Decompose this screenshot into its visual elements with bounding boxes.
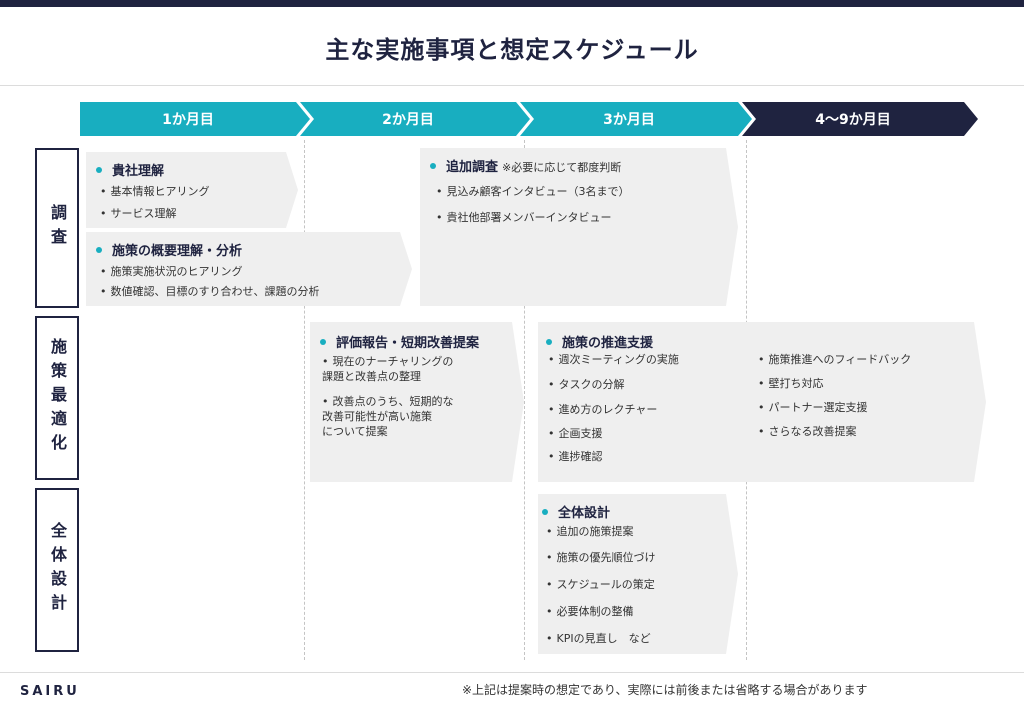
row-label-chosa: 調査 (35, 148, 79, 308)
bullet-dot-icon (96, 246, 102, 253)
phase-label: 1か月目 (162, 112, 214, 128)
phase-label: 4〜9か月目 (815, 112, 891, 128)
list-item: •数値確認、目標のすり合わせ、課題の分析 (100, 285, 320, 298)
box-title: 追加調査※必要に応じて都度判断 (430, 156, 621, 175)
bullet-dot-icon (546, 338, 552, 345)
row-label-zentai-sekkei: 全体設計 (35, 488, 79, 652)
top-accent-bar (0, 0, 1024, 7)
list-item: •現在のナーチャリングの 課題と改善点の整理 (322, 355, 454, 383)
box-title: 貴社理解 (96, 160, 164, 179)
phase-month-3: 3か月目 (520, 102, 752, 136)
list-item: •施策実施状況のヒアリング (100, 265, 243, 278)
box-shisaku-gaiyo (86, 232, 412, 306)
bullet-dot-icon (96, 166, 102, 173)
list-item: •パートナー選定支援 (758, 401, 868, 414)
box-title: 全体設計 (542, 502, 610, 521)
box-title: 施策の推進支援 (546, 332, 653, 351)
list-item: •スケジュールの策定 (546, 578, 655, 591)
company-logo: SAIRU (20, 684, 80, 699)
phase-month-2: 2か月目 (300, 102, 530, 136)
phase-label: 3か月目 (603, 112, 655, 128)
list-item: •壁打ち対応 (758, 377, 824, 390)
box-zentai-sekkei (538, 494, 738, 654)
month-divider (304, 140, 305, 660)
box-note: ※必要に応じて都度判断 (502, 161, 622, 174)
phase-month-4-9: 4〜9か月目 (742, 102, 978, 136)
list-item: •タスクの分解 (548, 378, 625, 391)
bullet-dot-icon (542, 508, 548, 515)
phase-label: 2か月目 (382, 112, 434, 128)
bullet-dot-icon (430, 162, 436, 169)
list-item: •サービス理解 (100, 207, 177, 220)
list-item: •改善点のうち、短期的な 改善可能性が高い施策 について提案 (322, 395, 454, 438)
bullet-dot-icon (320, 338, 326, 345)
list-item: •施策の優先順位づけ (546, 551, 656, 564)
list-item: •週次ミーティングの実施 (548, 353, 679, 366)
box-tsuika-chosa (420, 148, 738, 306)
list-item: •さらなる改善提案 (758, 425, 857, 438)
box-kisha-rikai (86, 152, 298, 228)
list-item: •進め方のレクチャー (548, 403, 658, 416)
list-item: •見込み顧客インタビュー（3名まで） (436, 185, 630, 198)
box-hyoka-hokoku (310, 322, 524, 482)
box-title: 評価報告・短期改善提案 (320, 332, 479, 351)
month-divider (524, 140, 525, 660)
list-item: •基本情報ヒアリング (100, 185, 210, 198)
list-item: •貴社他部署メンバーインタビュー (436, 211, 612, 224)
list-item: •企画支援 (548, 427, 603, 440)
footer-divider (0, 672, 1024, 673)
list-item: •進捗確認 (548, 450, 603, 463)
phase-month-1: 1か月目 (80, 102, 310, 136)
header-divider (0, 85, 1024, 86)
footnote: ※上記は提案時の想定であり、実際には前後または省略する場合があります (462, 683, 868, 697)
row-label-shisaku-saitekika: 施策最適化 (35, 316, 79, 480)
box-shisaku-suishin (538, 322, 986, 482)
list-item: •施策推進へのフィードバック (758, 353, 912, 366)
list-item: •必要体制の整備 (546, 605, 634, 618)
list-item: •追加の施策提案 (546, 525, 634, 538)
list-item: •KPIの見直し など (546, 632, 651, 645)
box-title: 施策の概要理解・分析 (96, 240, 242, 259)
page-title: 主な実施事項と想定スケジュール (325, 36, 699, 64)
